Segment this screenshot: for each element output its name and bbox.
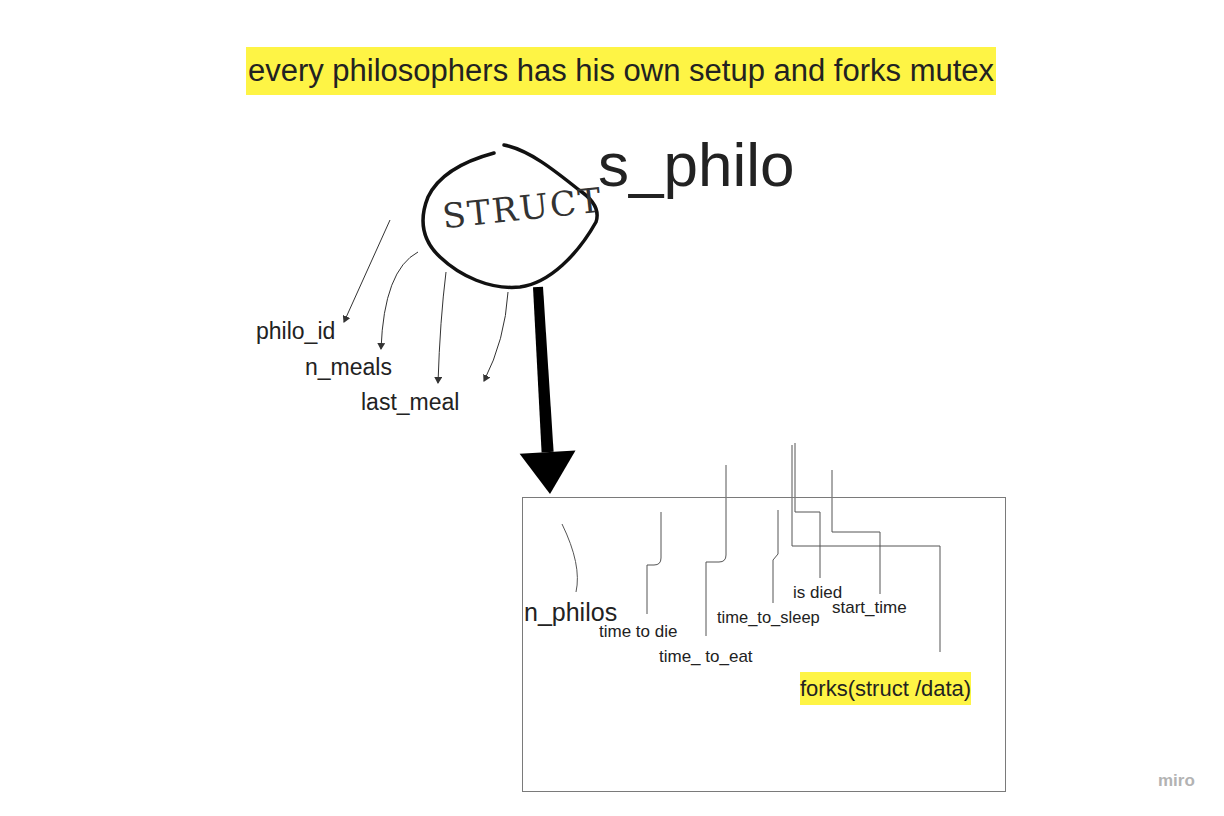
struct-blob: STRUCTs_philo (418, 140, 603, 295)
struct-name: s_philo (598, 128, 794, 202)
field-leaders (562, 443, 940, 652)
struct-word: STRUCT (440, 180, 604, 237)
field-label: last_meal (361, 389, 459, 417)
data-box: n_philostime to dietime_ to_eattime_to_s… (522, 497, 1006, 792)
field-label: n_meals (305, 354, 392, 382)
watermark: miro (1158, 771, 1195, 791)
big-arrow (520, 287, 576, 494)
field-name: time to die (599, 622, 677, 642)
field-name: time_to_sleep (717, 608, 820, 628)
title-wrap: every philosophers has his own setup and… (121, 47, 1121, 95)
field-name: time_ to_eat (659, 647, 753, 667)
field-name: start_time (832, 598, 907, 618)
field-label: philo_id (256, 318, 335, 346)
field-highlight: forks(struct /data) (800, 672, 971, 705)
title: every philosophers has his own setup and… (246, 47, 996, 95)
